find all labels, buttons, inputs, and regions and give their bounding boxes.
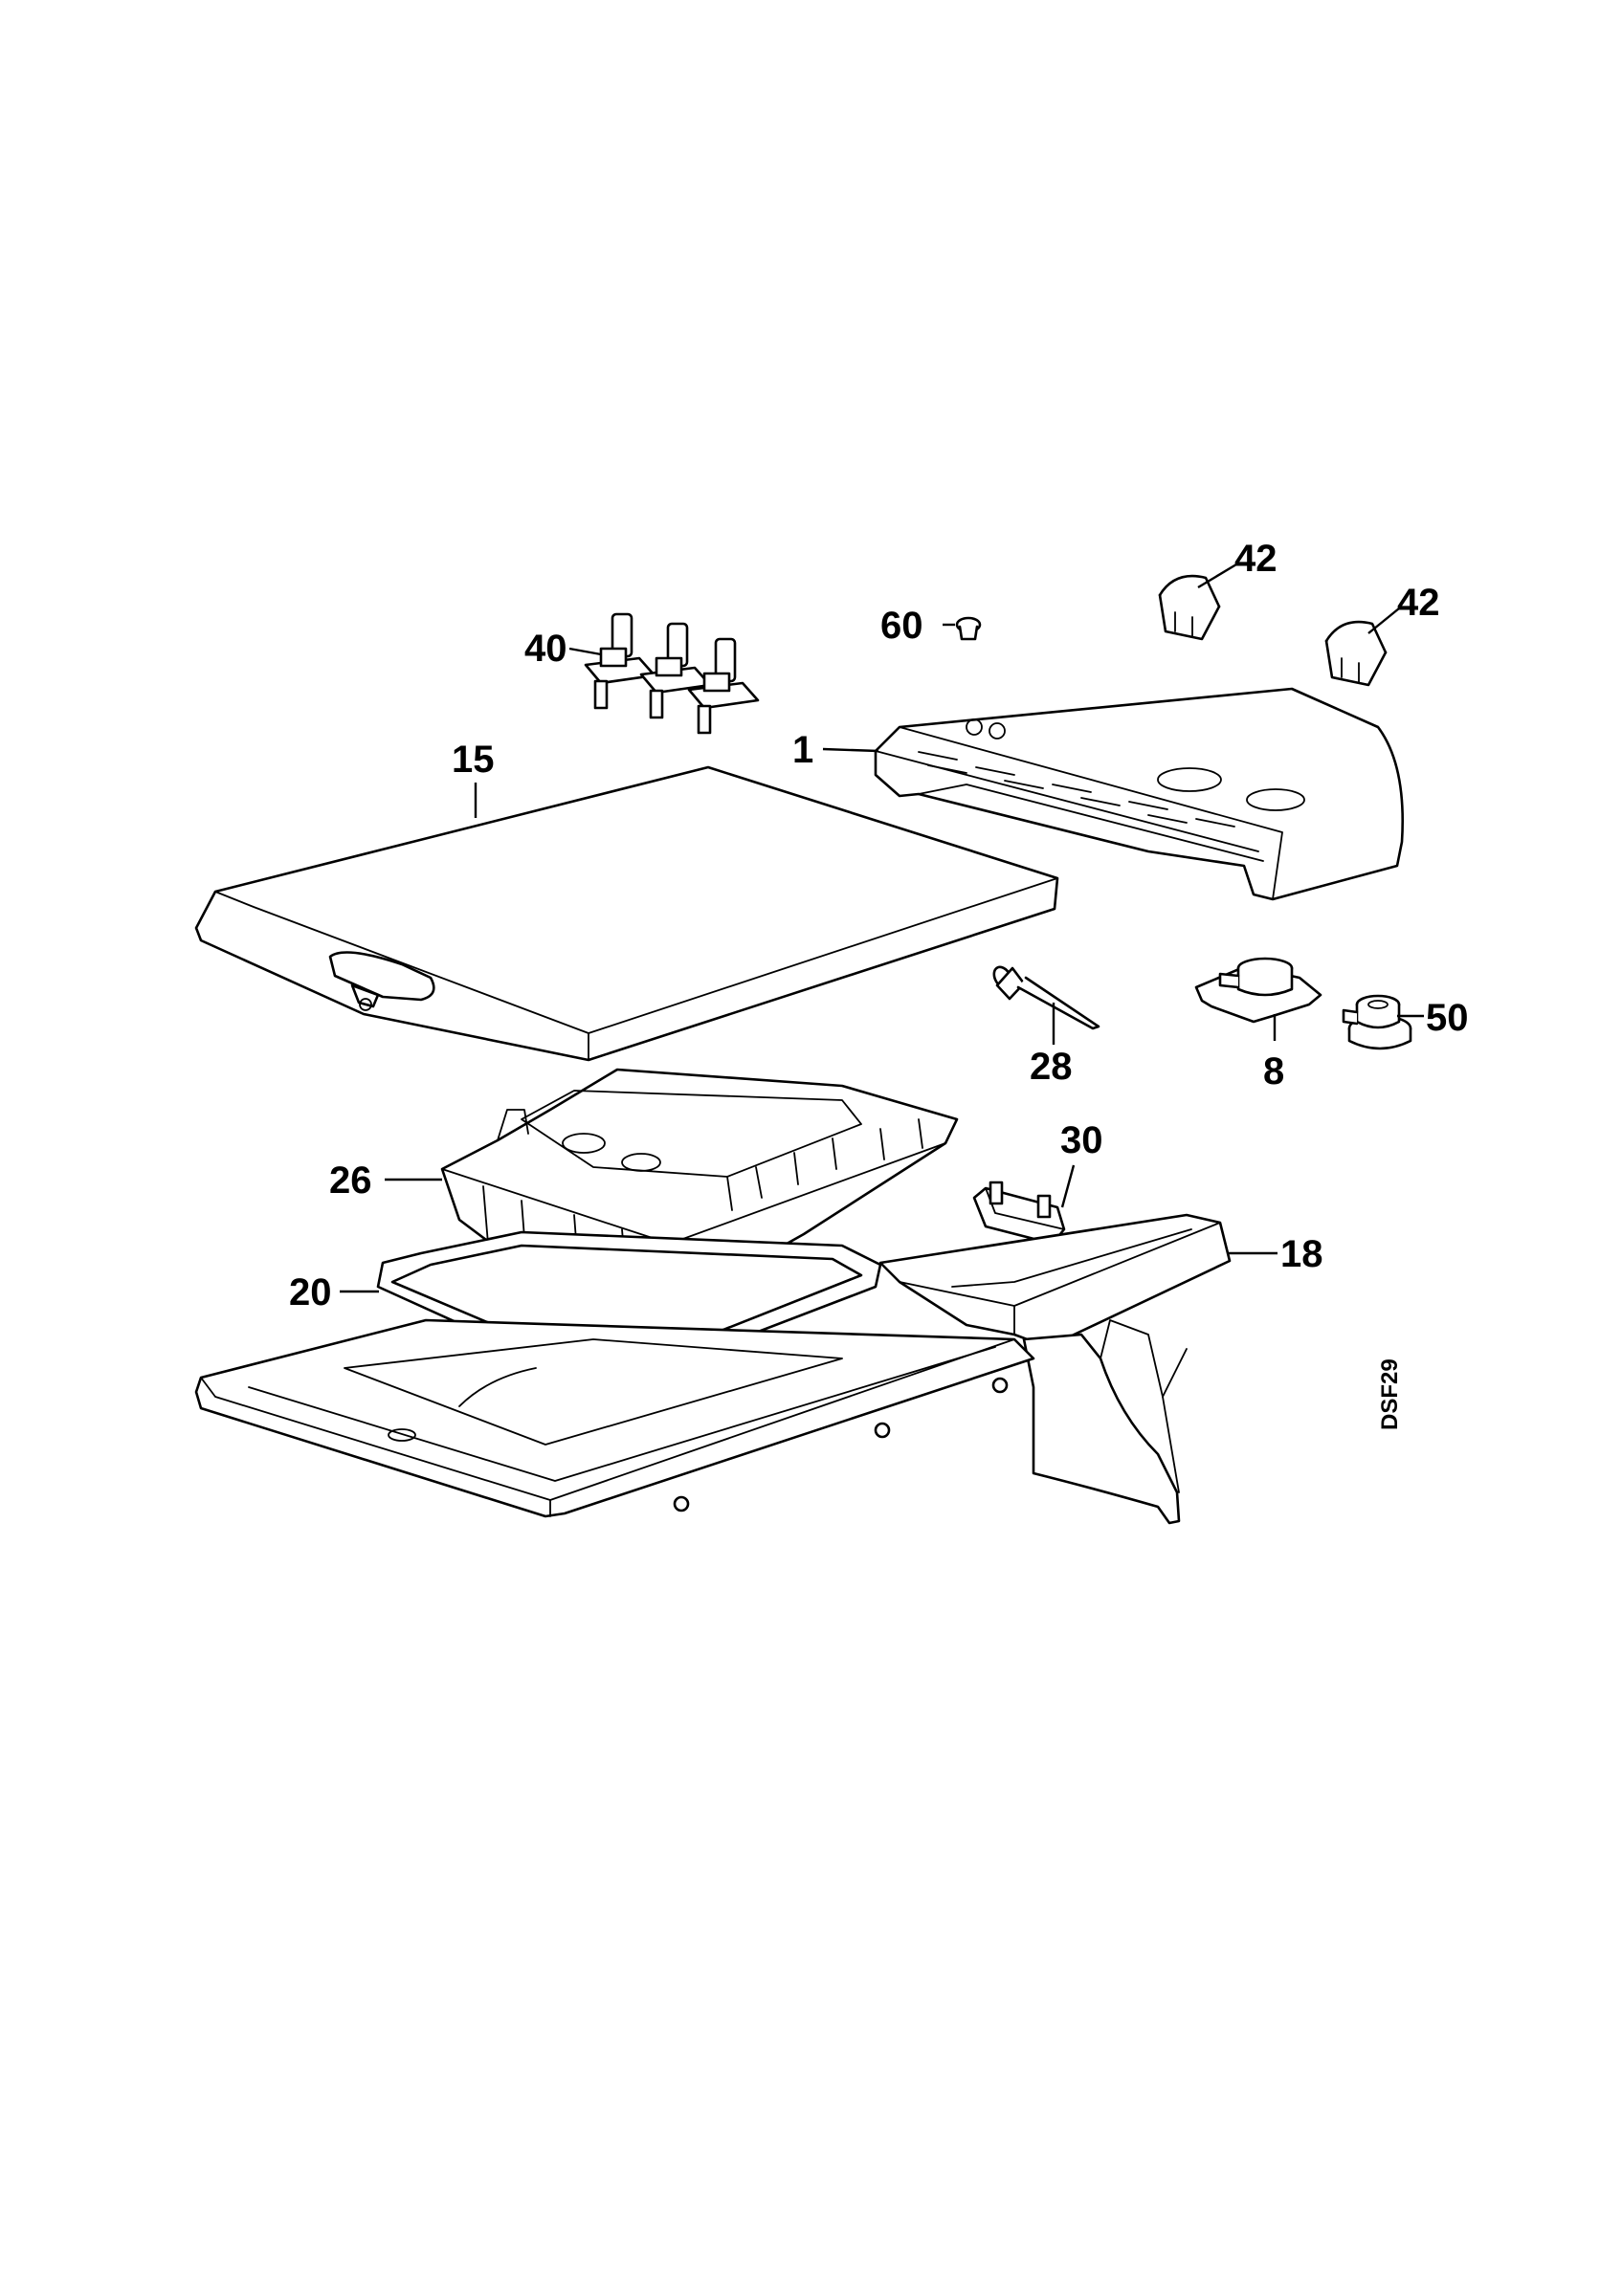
part-18-drawer-housing[interactable] bbox=[878, 1213, 1232, 1525]
callout-18: 18 bbox=[1280, 1233, 1323, 1275]
callout-8: 8 bbox=[1263, 1050, 1284, 1093]
callout-30: 30 bbox=[1060, 1119, 1103, 1161]
base-top-tray bbox=[194, 1318, 1035, 1518]
leader-lines bbox=[340, 563, 1424, 1293]
callout-42-upper: 42 bbox=[1234, 538, 1278, 580]
callout-26: 26 bbox=[329, 1159, 372, 1202]
callout-40: 40 bbox=[524, 628, 567, 670]
callout-20: 20 bbox=[289, 1271, 332, 1314]
callout-50: 50 bbox=[1426, 997, 1469, 1039]
callout-42-lower: 42 bbox=[1397, 582, 1440, 624]
part-28-pin[interactable] bbox=[990, 964, 1100, 1030]
callout-60: 60 bbox=[880, 605, 923, 647]
part-30-latch[interactable] bbox=[972, 1181, 1066, 1246]
part-42-knob-2[interactable] bbox=[1324, 620, 1388, 687]
drawing-code: DSF29 bbox=[1377, 1358, 1403, 1430]
part-15-top-lid[interactable] bbox=[194, 765, 1059, 1062]
callout-1: 1 bbox=[792, 729, 813, 771]
part-42-knob-1[interactable] bbox=[1158, 574, 1221, 641]
part-50-valve[interactable] bbox=[1342, 994, 1412, 1050]
pushbutton-1 bbox=[584, 612, 656, 710]
part-60-plug[interactable] bbox=[955, 616, 982, 641]
part-8-valve-bracket[interactable] bbox=[1194, 957, 1322, 1024]
callout-28: 28 bbox=[1030, 1046, 1073, 1088]
pushbutton-3 bbox=[687, 637, 760, 735]
callout-labels: 40 60 42 42 1 15 28 8 50 26 30 18 20 bbox=[289, 538, 1469, 1314]
part-40-pushbuttons[interactable] bbox=[584, 612, 760, 735]
part-1-control-panel[interactable] bbox=[874, 687, 1404, 901]
callout-15: 15 bbox=[452, 739, 495, 781]
pushbutton-2 bbox=[639, 622, 712, 719]
